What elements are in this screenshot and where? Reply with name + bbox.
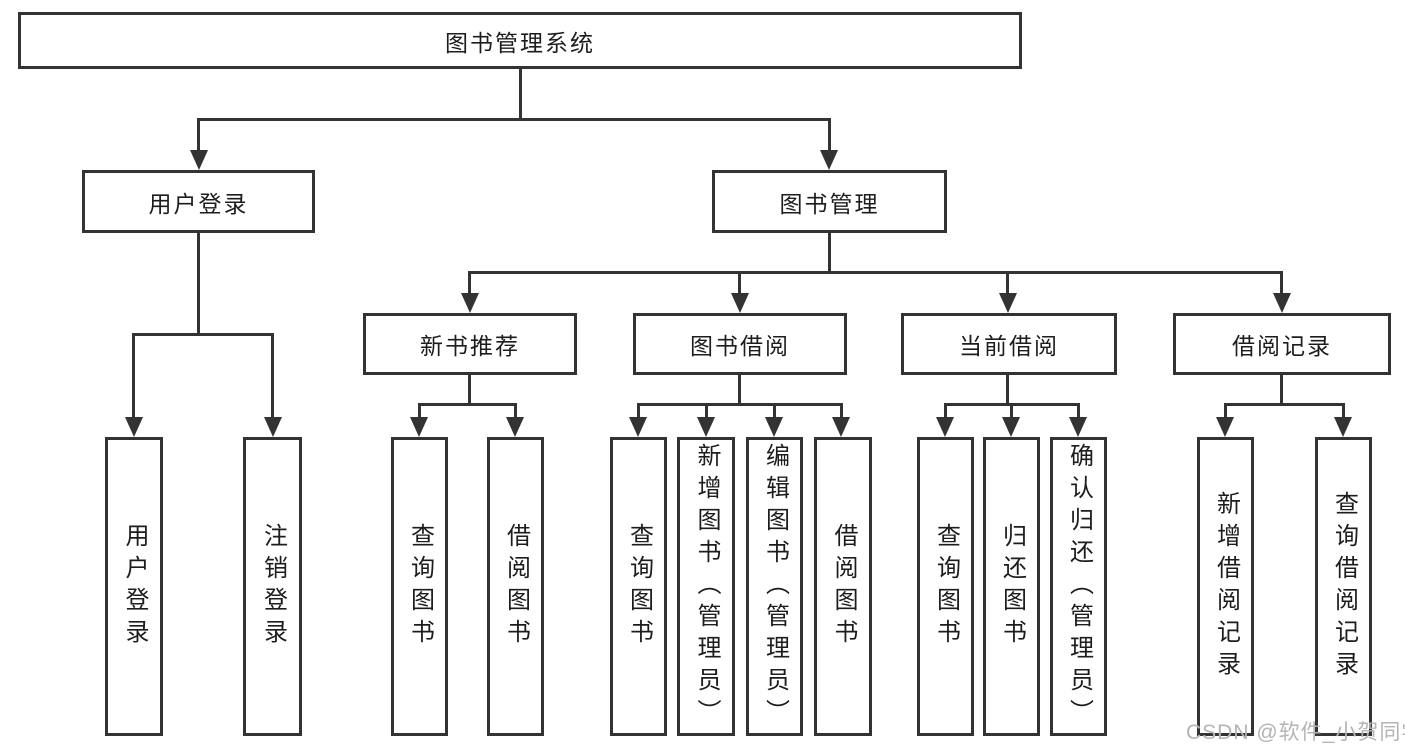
connector-bb-edit-drop xyxy=(773,403,776,419)
arrowhead-bb-add xyxy=(697,417,715,437)
connector-br-add-drop xyxy=(1224,403,1227,419)
connector-book-mgmt-stem xyxy=(828,233,831,274)
node-new-book-rec: 新书推荐 xyxy=(363,313,577,375)
node-book-borrow: 图书借阅 xyxy=(633,313,847,375)
connector-leaf-logout-drop xyxy=(271,333,274,419)
arrowhead-bb-borrow xyxy=(832,417,850,437)
arrowhead-book-borrow xyxy=(731,293,749,313)
arrowhead-rec-borrow xyxy=(506,417,524,437)
connector-login-branch xyxy=(132,333,274,336)
connector-user-login-stem xyxy=(197,233,200,336)
watermark: CSDN @软件_小贺同学 xyxy=(1186,721,1405,744)
arrowhead-br-add xyxy=(1216,417,1234,437)
leaf-bb-add-books: 新增图书（管理员） xyxy=(677,437,735,736)
arrowhead-new-book-rec xyxy=(461,293,479,313)
connector-bb-branch xyxy=(637,403,843,406)
arrowhead-bb-query xyxy=(629,417,647,437)
node-current-borrow: 当前借阅 xyxy=(901,313,1117,375)
connector-br-query-drop xyxy=(1342,403,1345,419)
connector-user-login-drop xyxy=(197,118,200,152)
arrowhead-rec-query xyxy=(410,417,428,437)
connector-book-mgmt-drop xyxy=(828,118,831,152)
arrowhead-leaf-login xyxy=(125,417,143,437)
leaf-cb-return-books: 归还图书 xyxy=(983,437,1040,736)
leaf-br-add-record: 新增借阅记录 xyxy=(1197,437,1254,736)
arrowhead-borrow-record xyxy=(1273,293,1291,313)
node-user-login: 用户登录 xyxy=(82,170,315,233)
connector-bb-add-drop xyxy=(705,403,708,419)
arrowhead-br-query xyxy=(1334,417,1352,437)
leaf-user-login: 用户登录 xyxy=(105,437,163,736)
connector-new-book-rec-drop xyxy=(468,271,471,295)
leaf-logout: 注销登录 xyxy=(243,437,302,736)
connector-bb-query-drop xyxy=(637,403,640,419)
connector-current-borrow-drop xyxy=(1006,271,1009,295)
connector-rec-query-drop xyxy=(418,403,421,419)
connector-root-stem xyxy=(519,69,522,121)
connector-rec-stem xyxy=(468,375,471,406)
leaf-rec-borrow-books: 借阅图书 xyxy=(487,437,544,736)
leaf-bb-query-books: 查询图书 xyxy=(610,437,667,736)
connector-bb-stem xyxy=(738,375,741,406)
connector-level2-branch xyxy=(197,118,831,121)
leaf-bb-borrow-books: 借阅图书 xyxy=(814,437,872,736)
connector-borrow-record-drop xyxy=(1280,271,1283,295)
connector-cb-confirm-drop xyxy=(1077,403,1080,419)
connector-cb-query-drop xyxy=(944,403,947,419)
arrowhead-book-mgmt xyxy=(820,150,838,170)
connector-bb-borrow-drop xyxy=(840,403,843,419)
connector-cb-stem xyxy=(1006,375,1009,406)
leaf-br-query-record: 查询借阅记录 xyxy=(1315,437,1372,736)
arrowhead-cb-confirm xyxy=(1069,417,1087,437)
connector-br-stem xyxy=(1280,375,1283,406)
node-borrow-record: 借阅记录 xyxy=(1173,313,1391,375)
node-root: 图书管理系统 xyxy=(18,12,1022,69)
connector-cb-return-drop xyxy=(1010,403,1013,419)
arrowhead-user-login xyxy=(190,150,208,170)
connector-level3-branch xyxy=(468,271,1283,274)
arrowhead-cb-return xyxy=(1002,417,1020,437)
leaf-cb-confirm-return: 确认归还（管理员） xyxy=(1050,437,1107,736)
connector-rec-borrow-drop xyxy=(514,403,517,419)
arrowhead-cb-query xyxy=(936,417,954,437)
leaf-bb-edit-books: 编辑图书（管理员） xyxy=(746,437,803,736)
arrowhead-leaf-logout xyxy=(264,417,282,437)
connector-rec-branch xyxy=(418,403,517,406)
arrowhead-current-borrow xyxy=(999,293,1017,313)
leaf-cb-query-books: 查询图书 xyxy=(917,437,974,736)
arrowhead-bb-edit xyxy=(765,417,783,437)
leaf-rec-query-books: 查询图书 xyxy=(391,437,448,736)
connector-br-branch xyxy=(1224,403,1345,406)
node-book-mgmt: 图书管理 xyxy=(712,170,947,233)
connector-book-borrow-drop xyxy=(738,271,741,295)
connector-leaf-login-drop xyxy=(132,333,135,419)
